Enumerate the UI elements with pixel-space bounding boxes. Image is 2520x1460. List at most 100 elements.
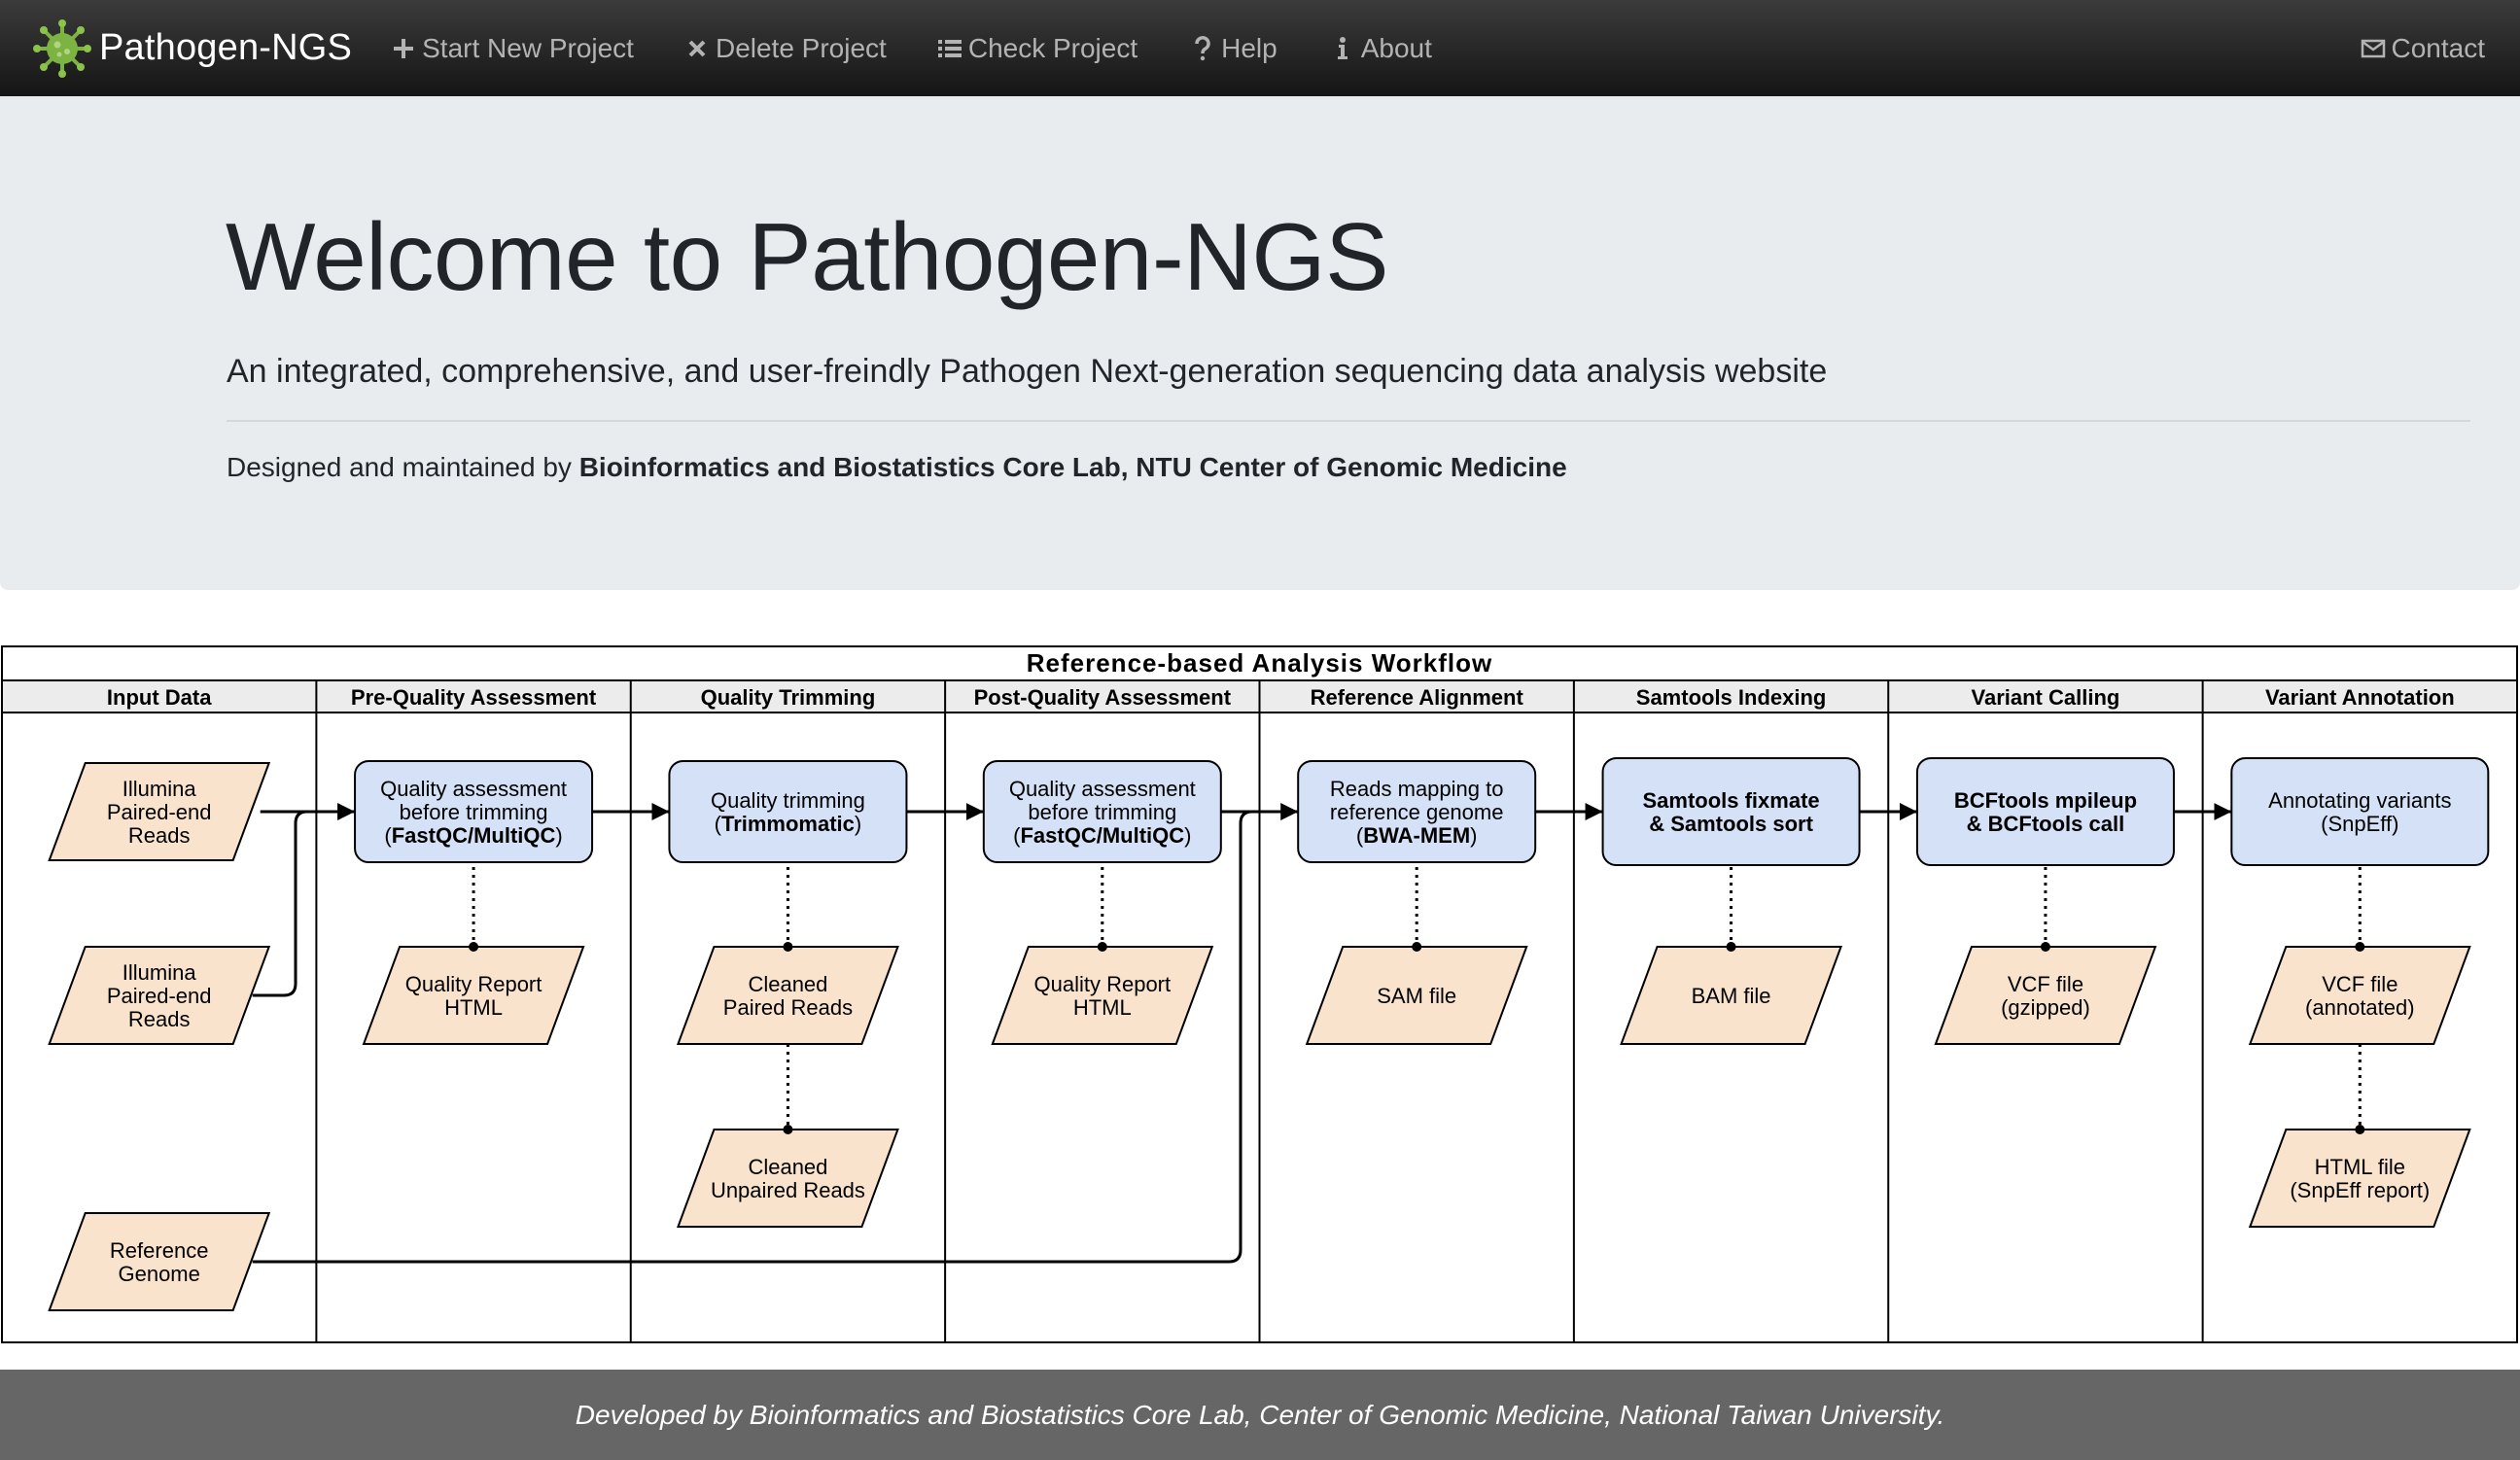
- shape-text-line: (FastQC/MultiQC): [384, 823, 562, 848]
- shape-text-line: Quality Report: [405, 972, 542, 996]
- page-title: Welcome to Pathogen-NGS: [226, 203, 1388, 310]
- workflow-title: Reference-based Analysis Workflow: [1027, 648, 1492, 678]
- column-header: Post-Quality Assessment: [974, 685, 1232, 710]
- shape-text-line: SAM file: [1377, 984, 1456, 1008]
- page-footer: Developed by Bioinformatics and Biostati…: [0, 1370, 2520, 1460]
- shape-text-line: HTML: [1073, 995, 1132, 1020]
- data-parallelogram: [2248, 1129, 2471, 1228]
- shape-text-line: Reads: [128, 1007, 191, 1031]
- shape-text-line: Illumina: [122, 960, 197, 985]
- shape-text-line: VCF file: [2008, 972, 2083, 996]
- shape-text-line: BAM file: [1692, 984, 1771, 1008]
- shape-text-line: Cleaned: [748, 1155, 827, 1179]
- info-icon: [1330, 36, 1355, 61]
- data-parallelogram: [48, 946, 271, 1045]
- footer-text: Developed by Bioinformatics and Biostati…: [575, 1399, 1945, 1430]
- flow-line: [252, 810, 1253, 1264]
- shape-text-line: BCFtools mpileup: [1954, 788, 2137, 813]
- nav-check-project[interactable]: Check Project: [937, 33, 1138, 64]
- nav-help-label: Help: [1221, 32, 1278, 63]
- data-parallelogram: [677, 1129, 899, 1228]
- shape-text-line: before trimming: [400, 800, 548, 824]
- hero-jumbotron: Welcome to Pathogen-NGS An integrated, c…: [0, 96, 2520, 590]
- column-header: Input Data: [107, 685, 212, 710]
- envelope-icon: [2361, 36, 2386, 61]
- question-icon: [1190, 35, 1215, 61]
- output-5-1: BAM file: [1620, 946, 1842, 1045]
- data-parallelogram: [48, 1212, 271, 1311]
- data-parallelogram: [362, 946, 585, 1045]
- shape-text-line: Quality assessment: [380, 777, 567, 801]
- data-parallelogram: [1934, 946, 2157, 1045]
- column-header: Quality Trimming: [701, 685, 876, 710]
- data-parallelogram: [2248, 946, 2471, 1045]
- data-parallelogram: [991, 946, 1214, 1045]
- shape-text-line: Reference: [110, 1238, 209, 1263]
- process-6: BCFtools mpileup& BCFtools call: [1915, 757, 2175, 866]
- shape-text-line: Paired-end: [107, 800, 212, 824]
- shape-text-line: Illumina: [122, 777, 197, 801]
- shape-text-line: Quality trimming: [711, 788, 865, 813]
- divider: [227, 420, 2470, 422]
- shape-text-line: (FastQC/MultiQC): [1013, 823, 1191, 848]
- hero-lead: An integrated, comprehensive, and user-f…: [227, 353, 1828, 390]
- output-6-1: VCF file(gzipped): [1934, 946, 2157, 1045]
- list-icon: [937, 36, 962, 61]
- shape-text-line: (gzipped): [2001, 995, 2090, 1020]
- shape-text-line: Reads: [128, 823, 191, 848]
- column-header: Variant Calling: [1972, 685, 2120, 710]
- hero-credit: Designed and maintained by Bioinformatic…: [227, 452, 1567, 483]
- column-header: Pre-Quality Assessment: [351, 685, 597, 710]
- close-icon: [684, 36, 710, 61]
- shape-text-line: HTML: [444, 995, 503, 1020]
- shape-text-line: (Trimmomatic): [715, 812, 862, 836]
- output-4-1: SAM file: [1305, 946, 1528, 1045]
- shape-text-line: & BCFtools call: [1967, 812, 2125, 836]
- process-2: Quality trimming(Trimmomatic): [668, 760, 908, 863]
- data-parallelogram: [1305, 946, 1528, 1045]
- shape-text-line: reference genome: [1330, 800, 1504, 824]
- brand-link[interactable]: Pathogen-NGS: [33, 18, 353, 78]
- shape-text-line: Samtools fixmate: [1642, 788, 1819, 813]
- nav-contact[interactable]: Contact: [2361, 33, 2485, 64]
- shape-text-line: VCF file: [2322, 972, 2398, 996]
- shape-text-line: (annotated): [2305, 995, 2415, 1020]
- connector-dot: [783, 1125, 793, 1134]
- top-navbar: Pathogen-NGS Start New Project Delete Pr…: [0, 0, 2520, 96]
- nav-help[interactable]: Help: [1190, 33, 1278, 64]
- data-parallelogram: [677, 946, 899, 1045]
- shape-text-line: Quality Report: [1034, 972, 1172, 996]
- nav-about-label: About: [1360, 32, 1432, 63]
- process-7: Annotating variants(SnpEff): [2230, 757, 2490, 866]
- nav-check-project-label: Check Project: [967, 32, 1138, 63]
- flow-line: [252, 810, 308, 997]
- column-header: Reference Alignment: [1311, 685, 1524, 710]
- nav-start-new-project[interactable]: Start New Project: [391, 33, 634, 64]
- connector-dot: [783, 942, 793, 952]
- nav-delete-project[interactable]: Delete Project: [684, 33, 887, 64]
- shape-text-line: (SnpEff): [2321, 812, 2398, 836]
- shape-text-line: & Samtools sort: [1649, 812, 1813, 836]
- shape-text-line: Quality assessment: [1009, 777, 1196, 801]
- output-7-2: HTML file(SnpEff report): [2248, 1129, 2471, 1228]
- brand-name: Pathogen-NGS: [99, 27, 353, 68]
- shape-text-line: (BWA-MEM): [1356, 823, 1478, 848]
- data-parallelogram: [1620, 946, 1842, 1045]
- shape-text-line: Annotating variants: [2268, 788, 2451, 813]
- column-header: Variant Annotation: [2265, 685, 2455, 710]
- shape-text-line: Genome: [118, 1262, 199, 1286]
- shape-text-line: Unpaired Reads: [711, 1178, 865, 1202]
- credit-org: Bioinformatics and Biostatistics Core La…: [578, 452, 1567, 482]
- nav-about[interactable]: About: [1330, 33, 1432, 64]
- shape-text-line: Paired Reads: [723, 995, 853, 1020]
- connector-dot: [2355, 942, 2365, 952]
- output-7-1: VCF file(annotated): [2248, 946, 2471, 1045]
- connector-dot: [1097, 942, 1107, 952]
- connector-dot: [1726, 942, 1736, 952]
